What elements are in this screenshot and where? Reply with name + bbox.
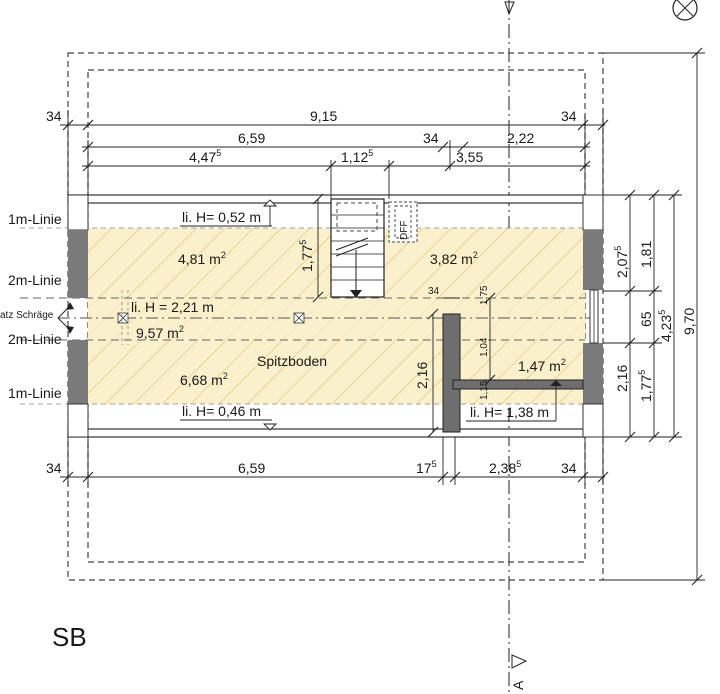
dim-right-lower: 2,16 (614, 365, 630, 392)
dim-bottom-wall: 175 (416, 459, 437, 476)
dim-top-left-span: 6,59 (238, 130, 265, 146)
dim-right-lower-inner: 1,775 (637, 370, 654, 402)
dim-top-stair-width: 1,125 (341, 148, 373, 165)
dim-bottom-left-span: 6,59 (238, 460, 265, 476)
unit-sup: 2 (223, 371, 228, 381)
height-label-bottom-left: li. H= 0,46 m (180, 403, 278, 431)
dim-top-stair-right: 3,55 (456, 149, 483, 165)
area-top-right: 3,82 m2 (430, 250, 478, 267)
window (589, 289, 599, 344)
roof-outline-outer (67, 52, 604, 581)
room-name: Spitzboden (257, 353, 327, 369)
chimney (442, 313, 584, 433)
dim-bottom-right-span: 2,385 (489, 459, 521, 476)
height-label-bottom-right: li. H= 1,38 m (466, 380, 562, 422)
section-marker: A (510, 680, 526, 690)
unit-sup: 2 (561, 357, 566, 367)
skylight-label: DFF (399, 221, 410, 240)
dim-top-left-wall: 34 (46, 108, 62, 124)
slope-arrow-icon (57, 302, 74, 334)
dim-chimney-width: 34 (428, 286, 440, 297)
dim-wall-height: 2,16 (414, 362, 430, 389)
chimney-dimensions (443, 292, 496, 386)
wall-height-dimension (427, 308, 439, 438)
walls (67, 194, 604, 438)
unit-sup: 2 (179, 324, 184, 334)
area-top-left: 4,81 m2 (178, 250, 226, 267)
height-label-middle: li. H = 2,21 m (131, 299, 214, 315)
dim-chimney-length: 1,04 (479, 337, 490, 357)
label-1m-line-bottom: 1m-Linie (8, 385, 62, 401)
height-label-top: li. H= 0,52 m (180, 199, 278, 227)
label-2m-line-bottom: 2m-Linie (8, 331, 62, 347)
height-middle-text: li. H = 2,21 m (131, 299, 214, 315)
unit-sup: 2 (221, 250, 226, 260)
label-1m-line-top: 1m-Linie (8, 211, 62, 227)
height-bottom-right-text: li. H= 1,38 m (470, 404, 549, 420)
right-dimension-chains (603, 47, 705, 586)
hatched-area (88, 228, 585, 404)
skylight (388, 201, 418, 243)
dim-right-mid: 4,235 (657, 310, 674, 342)
height-bottom-left-text: li. H= 0,46 m (182, 403, 261, 419)
unit-sup: 2 (473, 250, 478, 260)
dim-bottom-left-wall: 34 (46, 460, 62, 476)
level-lines (20, 227, 600, 405)
area-bottom-left: 6,68 m2 (180, 371, 228, 388)
bottom-dimension-chain (60, 437, 609, 485)
dim-chimney-top: 1,75 (479, 285, 490, 305)
stair-dimension (312, 193, 324, 303)
dim-chimney-bottom: 1,15 (479, 380, 490, 400)
dim-right-upper-inner: 1,81 (638, 241, 654, 268)
sheet-label: SB (52, 622, 87, 652)
height-top-text: li. H= 0,52 m (182, 209, 261, 225)
area-middle: 9,57 m2 (136, 324, 184, 341)
dim-top-right-wall: 34 (561, 108, 577, 124)
dim-bottom-right-wall: 34 (561, 460, 577, 476)
ridge-markers (117, 290, 305, 345)
label-2m-line-top: 2m-Linie (8, 272, 62, 288)
top-dimension-chains (60, 110, 609, 199)
area-bottom-right: 1,47 m2 (518, 357, 566, 374)
staircase (330, 198, 385, 298)
dim-stair-run: 1,775 (298, 240, 315, 272)
dim-top-right-span: 2,22 (507, 130, 534, 146)
dim-top-to-stair: 4,475 (189, 148, 221, 165)
label-ridge-cut: atz Schräge (0, 310, 54, 321)
dim-top-mid-wall: 34 (423, 130, 439, 146)
north-arrow-icon (672, 0, 698, 21)
dim-right-window: 65 (638, 311, 654, 327)
dim-top-overall: 9,15 (310, 108, 337, 124)
dim-right-overall: 9,70 (681, 308, 697, 335)
dim-right-upper: 2,075 (613, 246, 630, 278)
